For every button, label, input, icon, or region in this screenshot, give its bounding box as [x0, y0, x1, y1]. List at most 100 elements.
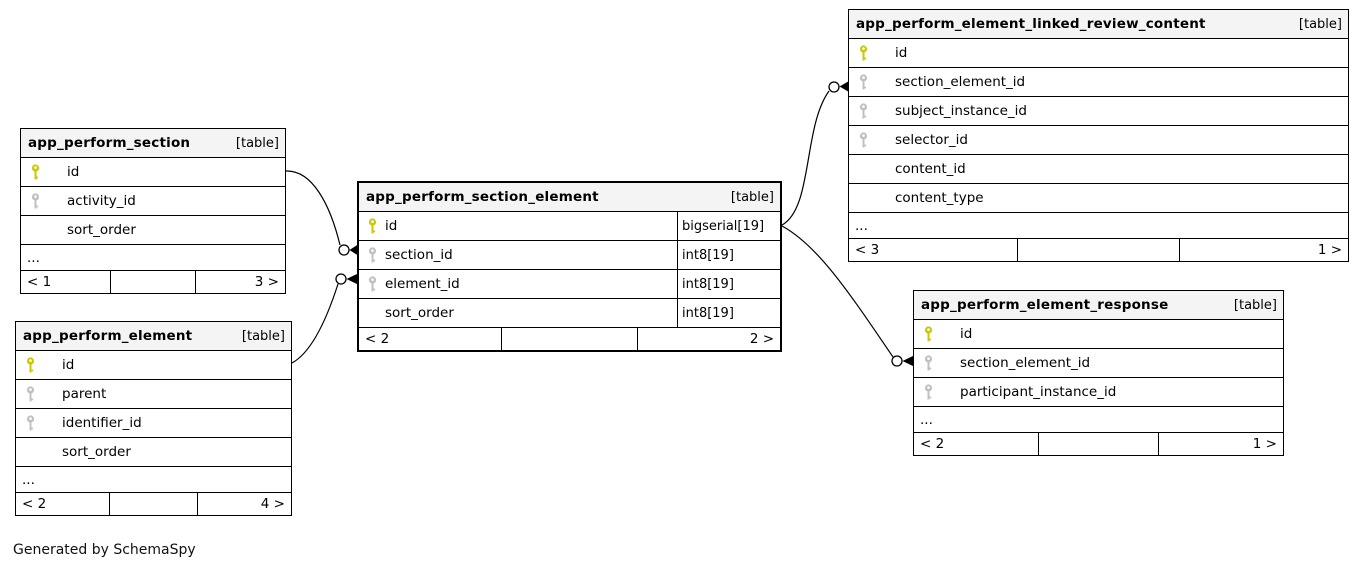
table-app-perform-section-element[interactable]: app_perform_section_element [table] id b…: [357, 181, 782, 352]
table-app-perform-section[interactable]: app_perform_section [table] id activity_…: [20, 128, 286, 294]
primary-key-icon: [368, 217, 377, 233]
column-row: section_id int8[19]: [359, 240, 780, 269]
column-name: sort_order: [62, 444, 131, 460]
table-footer: < 2 2 >: [359, 327, 780, 350]
footer-spacer: [1016, 239, 1180, 261]
foreign-key-icon: [26, 414, 35, 430]
column-type: int8[19]: [677, 299, 780, 327]
table-name[interactable]: app_perform_section: [28, 135, 191, 151]
footer-right-count: 2 >: [637, 328, 780, 350]
column-row: content_type: [849, 183, 1348, 212]
edge-circle: [335, 273, 347, 285]
table-footer: < 1 3 >: [21, 270, 285, 293]
primary-key-icon: [859, 44, 868, 60]
column-name: sort_order: [67, 222, 136, 238]
column-name: parent: [62, 386, 107, 402]
column-row: activity_id: [21, 186, 285, 215]
column-row: id: [21, 157, 285, 186]
footer-right-count: 4 >: [197, 493, 291, 515]
column-row: id: [16, 350, 291, 379]
column-row: id: [849, 38, 1348, 67]
footer-spacer: [1038, 433, 1157, 455]
relationship-edge-section-to-sectionelement: [285, 170, 341, 246]
foreign-key-icon: [924, 383, 933, 399]
table-tag: [table]: [730, 189, 774, 205]
column-type: int8[19]: [677, 270, 780, 298]
table-name[interactable]: app_perform_element: [23, 328, 193, 344]
column-name: subject_instance_id: [895, 103, 1027, 119]
column-row: sort_order: [16, 437, 291, 466]
column-row: selector_id: [849, 125, 1348, 154]
table-header: app_perform_element_linked_review_conten…: [849, 10, 1348, 38]
schemaspy-caption: Generated by SchemaSpy: [13, 542, 196, 558]
table-header: app_perform_section_element [table]: [359, 183, 780, 211]
table-name[interactable]: app_perform_element_linked_review_conten…: [856, 16, 1206, 32]
column-row: id bigserial[19]: [359, 211, 780, 240]
primary-key-icon: [31, 163, 40, 179]
foreign-key-icon: [859, 131, 868, 147]
column-name: identifier_id: [62, 415, 142, 431]
table-app-perform-element-response[interactable]: app_perform_element_response [table] id …: [913, 290, 1284, 456]
relationship-edge-sectionelement-to-linkedreviewcontent: [781, 90, 830, 226]
table-header: app_perform_section [table]: [21, 129, 285, 157]
column-name: section_id: [385, 247, 453, 263]
table-tag: [table]: [241, 328, 285, 344]
primary-key-icon: [26, 356, 35, 372]
edge-circle: [891, 355, 903, 367]
table-app-perform-element[interactable]: app_perform_element [table] id parent id…: [15, 321, 292, 516]
column-row: identifier_id: [16, 408, 291, 437]
column-name: id: [62, 357, 75, 373]
table-footer: < 2 4 >: [16, 492, 291, 515]
column-name: activity_id: [67, 193, 136, 209]
column-row: sort_order: [21, 215, 285, 244]
foreign-key-icon: [368, 275, 377, 291]
table-tag: [table]: [1298, 16, 1342, 32]
foreign-key-icon: [368, 246, 377, 262]
ellipsis-row: ...: [914, 406, 1283, 432]
column-name: content_id: [895, 161, 966, 177]
column-row: subject_instance_id: [849, 96, 1348, 125]
footer-spacer: [110, 271, 194, 293]
column-name: selector_id: [895, 132, 968, 148]
foreign-key-icon: [31, 192, 40, 208]
column-row: parent: [16, 379, 291, 408]
footer-right-count: 3 >: [194, 271, 285, 293]
column-row: sort_order int8[19]: [359, 298, 780, 327]
footer-left-count: < 2: [365, 331, 390, 347]
column-row: content_id: [849, 154, 1348, 183]
column-name: id: [385, 218, 398, 234]
column-name: section_element_id: [960, 355, 1091, 371]
footer-spacer: [109, 493, 197, 515]
table-app-perform-element-linked-review-content[interactable]: app_perform_element_linked_review_conten…: [848, 9, 1349, 262]
column-name: participant_instance_id: [960, 384, 1117, 400]
foreign-key-icon: [924, 354, 933, 370]
table-header: app_perform_element [table]: [16, 322, 291, 350]
footer-left-count: < 1: [27, 274, 52, 290]
ellipsis-row: ...: [16, 466, 291, 492]
column-row: section_element_id: [849, 67, 1348, 96]
column-row: id: [914, 319, 1283, 348]
foreign-key-icon: [26, 385, 35, 401]
column-name: sort_order: [385, 305, 454, 321]
ellipsis-row: ...: [849, 212, 1348, 238]
footer-spacer: [500, 328, 638, 350]
column-row: section_element_id: [914, 348, 1283, 377]
table-footer: < 2 1 >: [914, 432, 1283, 455]
foreign-key-icon: [859, 73, 868, 89]
table-name[interactable]: app_perform_section_element: [366, 189, 599, 205]
column-name: section_element_id: [895, 74, 1026, 90]
column-name: id: [895, 45, 908, 61]
table-footer: < 3 1 >: [849, 238, 1348, 261]
table-name[interactable]: app_perform_element_response: [921, 297, 1169, 313]
column-name: content_type: [895, 190, 984, 206]
column-name: element_id: [385, 276, 460, 292]
relationship-edge-element-to-sectionelement: [291, 283, 339, 364]
column-type: int8[19]: [677, 241, 780, 269]
column-name: id: [67, 164, 80, 180]
ellipsis-row: ...: [21, 244, 285, 270]
table-tag: [table]: [1233, 297, 1277, 313]
primary-key-icon: [924, 325, 933, 341]
footer-right-count: 1 >: [1179, 239, 1348, 261]
edge-circle: [338, 244, 350, 256]
